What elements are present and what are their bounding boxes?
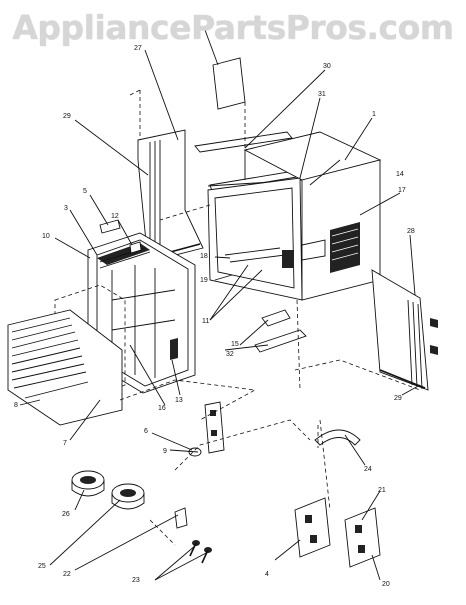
callout-8: 8 (14, 402, 18, 409)
callout-32: 32 (226, 351, 234, 358)
callout-28: 28 (407, 228, 415, 235)
callout-30: 30 (323, 63, 331, 70)
callout-17: 17 (398, 187, 406, 194)
callout-23: 23 (132, 577, 140, 584)
assembly-guidelines (119, 102, 421, 546)
part-4-bracket (294, 497, 331, 558)
callout-9: 9 (163, 448, 167, 455)
callout-10: 10 (42, 233, 50, 240)
callout-5: 5 (83, 188, 87, 195)
callout-21: 21 (378, 487, 386, 494)
callout-25: 25 (38, 563, 46, 570)
part-17-side-louver (330, 222, 360, 273)
part-15-brace (254, 299, 307, 391)
callout-7: 7 (63, 440, 67, 447)
part-26-tape-roll (71, 470, 105, 497)
part-20-bracket (344, 507, 381, 568)
callout-labels: 1 2 3 4 5 6 7 8 9 10 11 12 13 14 15 16 1… (14, 22, 415, 588)
callout-12: 12 (111, 213, 119, 220)
callout-14: 14 (396, 171, 404, 178)
callout-3: 3 (64, 205, 68, 212)
callout-22: 22 (63, 571, 71, 578)
callout-24: 24 (364, 466, 372, 473)
part-5-bracket (99, 219, 142, 254)
part-28-right-curtain (371, 269, 438, 391)
callout-29b: 29 (394, 395, 402, 402)
part-2-card (212, 57, 246, 110)
callout-29a: 29 (63, 113, 71, 120)
part-14-bracket (301, 239, 326, 261)
callout-2: 2 (196, 22, 200, 29)
part-25-tape-roll (111, 483, 145, 510)
part-8-front-grille (7, 309, 123, 426)
callout-26: 26 (62, 511, 70, 518)
callout-20: 20 (382, 581, 390, 588)
callout-27: 27 (134, 45, 142, 52)
callout-31: 31 (318, 91, 326, 98)
callout-16: 16 (158, 405, 166, 412)
callout-4: 4 (265, 571, 269, 578)
callout-6: 6 (144, 428, 148, 435)
leader-lines (19, 29, 421, 581)
callout-19: 19 (200, 277, 208, 284)
chassis-front-frame (207, 177, 303, 301)
callout-15: 15 (231, 341, 239, 348)
callout-1: 1 (372, 111, 376, 118)
callout-13: 13 (175, 397, 183, 404)
part-6-control-panel (204, 401, 225, 454)
callout-18: 18 (200, 253, 208, 260)
part-22-clip (174, 507, 188, 529)
part-24-drain-pan (314, 425, 361, 448)
callout-11: 11 (202, 318, 209, 325)
